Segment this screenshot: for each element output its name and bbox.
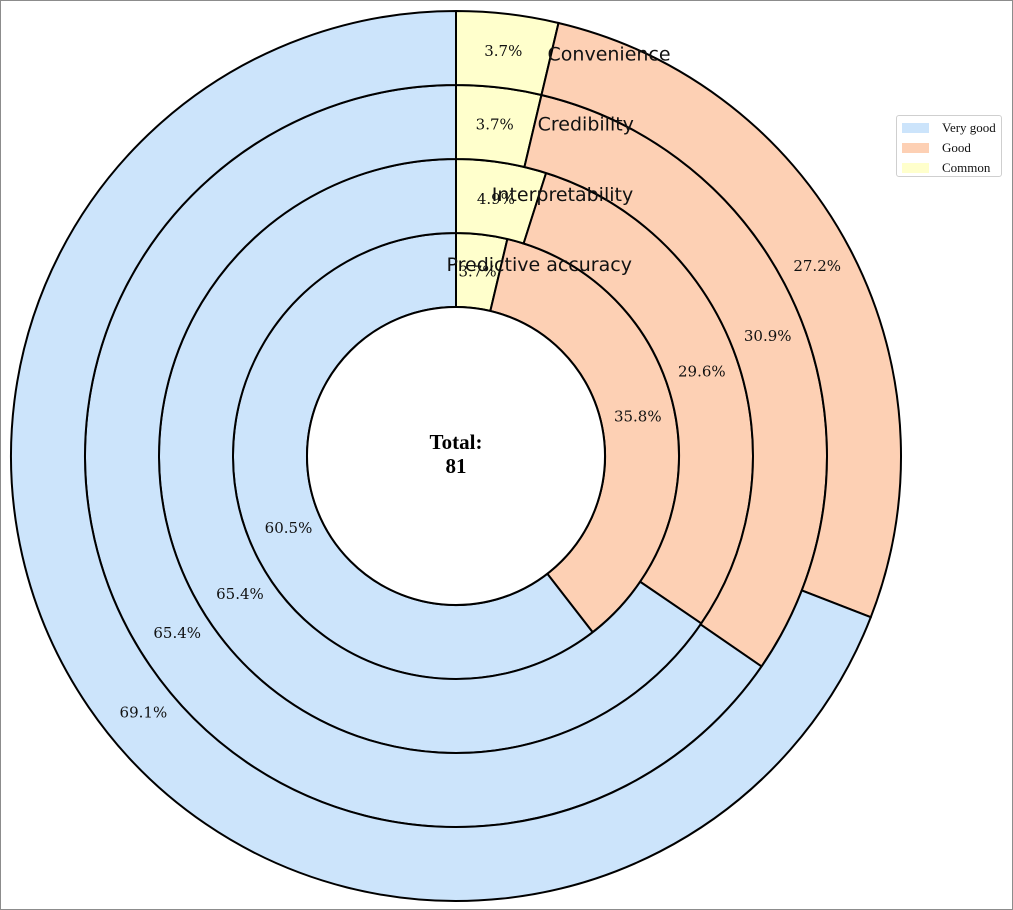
- legend-label-good: Good: [942, 140, 971, 155]
- pct-label-interpretability-common: 4.9%: [477, 190, 515, 208]
- pct-label-convenience-very-good: 69.1%: [120, 703, 168, 721]
- legend-label-common: Common: [942, 160, 991, 175]
- pct-label-convenience-common: 3.7%: [484, 42, 522, 60]
- slices-layer: [10, 9, 902, 902]
- pct-label-convenience-good: 27.2%: [793, 257, 841, 275]
- ring-labels-layer: Predictive accuracy Interpretability Credi…: [447, 43, 671, 276]
- total-value: 81: [446, 454, 467, 478]
- legend-swatch-common: [902, 163, 929, 173]
- pct-label-predictive-accuracy-very-good: 60.5%: [265, 519, 313, 537]
- ring-label-predictive-accuracy: Predictive accuracy: [447, 254, 632, 276]
- legend-swatch-very-good: [902, 123, 929, 133]
- ring-label-interpretability: Interpretability: [492, 184, 633, 206]
- ring-label-convenience: Convenience: [548, 43, 671, 65]
- legend-swatch-good: [902, 143, 929, 153]
- pct-label-credibility-common: 3.7%: [476, 115, 514, 133]
- percent-labels-layer: 3.7% 35.8% 60.5% 4.9% 29.6% 65.4% 3.7% 30.9% 65.…: [120, 42, 841, 722]
- legend-label-very-good: Very good: [942, 120, 996, 135]
- legend: Very good Good Common: [896, 115, 1002, 177]
- ring-label-credibility: Credibility: [538, 114, 634, 136]
- pct-label-credibility-very-good: 65.4%: [153, 624, 201, 642]
- pct-label-credibility-good: 30.9%: [744, 327, 792, 345]
- donut-hole: [306, 306, 606, 606]
- legend-item-good: Good: [902, 138, 1001, 158]
- slice-convenience-very-good: [10, 9, 873, 902]
- legend-item-common: Common: [902, 158, 1001, 178]
- pct-label-interpretability-good: 29.6%: [678, 362, 726, 380]
- pct-label-predictive-accuracy-good: 35.8%: [614, 408, 662, 426]
- legend-item-very-good: Very good: [902, 118, 1001, 138]
- total-label: Total:: [430, 430, 483, 454]
- pct-label-interpretability-very-good: 65.4%: [216, 585, 264, 603]
- pct-label-predictive-accuracy-common: 3.7%: [459, 262, 497, 280]
